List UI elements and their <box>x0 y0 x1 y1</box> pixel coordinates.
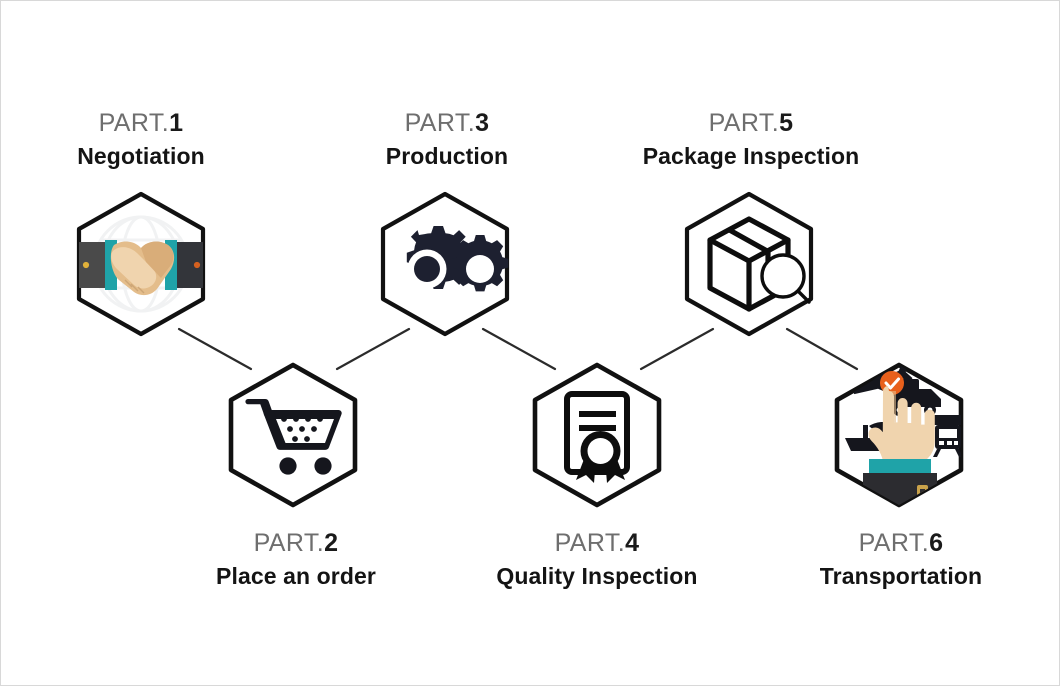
step-4-part: PART.4 <box>447 529 747 559</box>
step-1-title: Negotiation <box>77 142 205 169</box>
connector-5-6 <box>785 327 859 371</box>
cuff <box>869 459 931 473</box>
certificate-award-icon <box>564 391 630 483</box>
step-2-part-text: PART. <box>253 529 325 557</box>
connector-1-2 <box>177 327 253 371</box>
hexagon-2 <box>228 362 358 508</box>
step-3-node[interactable] <box>380 191 510 337</box>
step-4-part-number: 4 <box>625 529 640 557</box>
step-6-label: PART.6 Transportation <box>751 529 1051 590</box>
step-3-part-text: PART. <box>404 109 476 137</box>
handshake-icon <box>79 215 203 313</box>
step-5-node[interactable] <box>684 191 814 337</box>
sleeve <box>863 473 937 505</box>
step-2-part-number: 2 <box>324 529 339 557</box>
connector-3-4 <box>481 327 557 371</box>
step-6-title: Transportation <box>819 562 983 589</box>
step-2-node[interactable] <box>228 362 358 508</box>
step-5-part-number: 5 <box>779 109 794 137</box>
step-4-part-text: PART. <box>554 529 626 557</box>
transportation-hand-icon <box>845 365 961 505</box>
step-5-part-text: PART. <box>708 109 780 137</box>
step-6-part: PART.6 <box>751 529 1051 559</box>
step-3-title: Production <box>385 142 509 169</box>
pointing-hand-icon <box>868 386 935 465</box>
step-1-node[interactable] <box>63 191 219 337</box>
step-1-part-number: 1 <box>169 109 184 137</box>
step-6-part-text: PART. <box>858 529 930 557</box>
step-5-label: PART.5 Package Inspection <box>601 109 901 170</box>
step-3-label: PART.3 Production <box>297 109 597 170</box>
step-4-node[interactable] <box>532 362 662 508</box>
step-6-node[interactable] <box>834 357 964 515</box>
package-magnifier-icon <box>707 216 811 312</box>
connector-lines <box>177 327 859 371</box>
train-icon <box>933 415 961 457</box>
step-3-part: PART.3 <box>297 109 597 139</box>
gears-icon <box>406 226 509 292</box>
step-6-part-number: 6 <box>929 529 944 557</box>
connector-2-3 <box>335 327 411 371</box>
step-1-label: PART.1 Negotiation <box>1 109 291 170</box>
connector-4-5 <box>639 327 715 371</box>
shopping-cart-icon <box>245 398 342 475</box>
step-2-label: PART.2 Place an order <box>146 529 446 590</box>
step-4-label: PART.4 Quality Inspection <box>447 529 747 590</box>
step-4-title: Quality Inspection <box>496 562 698 589</box>
step-1-part: PART.1 <box>1 109 291 139</box>
step-2-part: PART.2 <box>146 529 446 559</box>
step-5-title: Package Inspection <box>642 142 860 169</box>
step-2-title: Place an order <box>216 562 376 589</box>
step-1-part-text: PART. <box>98 109 170 137</box>
step-3-part-number: 3 <box>475 109 490 137</box>
step-5-part: PART.5 <box>601 109 901 139</box>
